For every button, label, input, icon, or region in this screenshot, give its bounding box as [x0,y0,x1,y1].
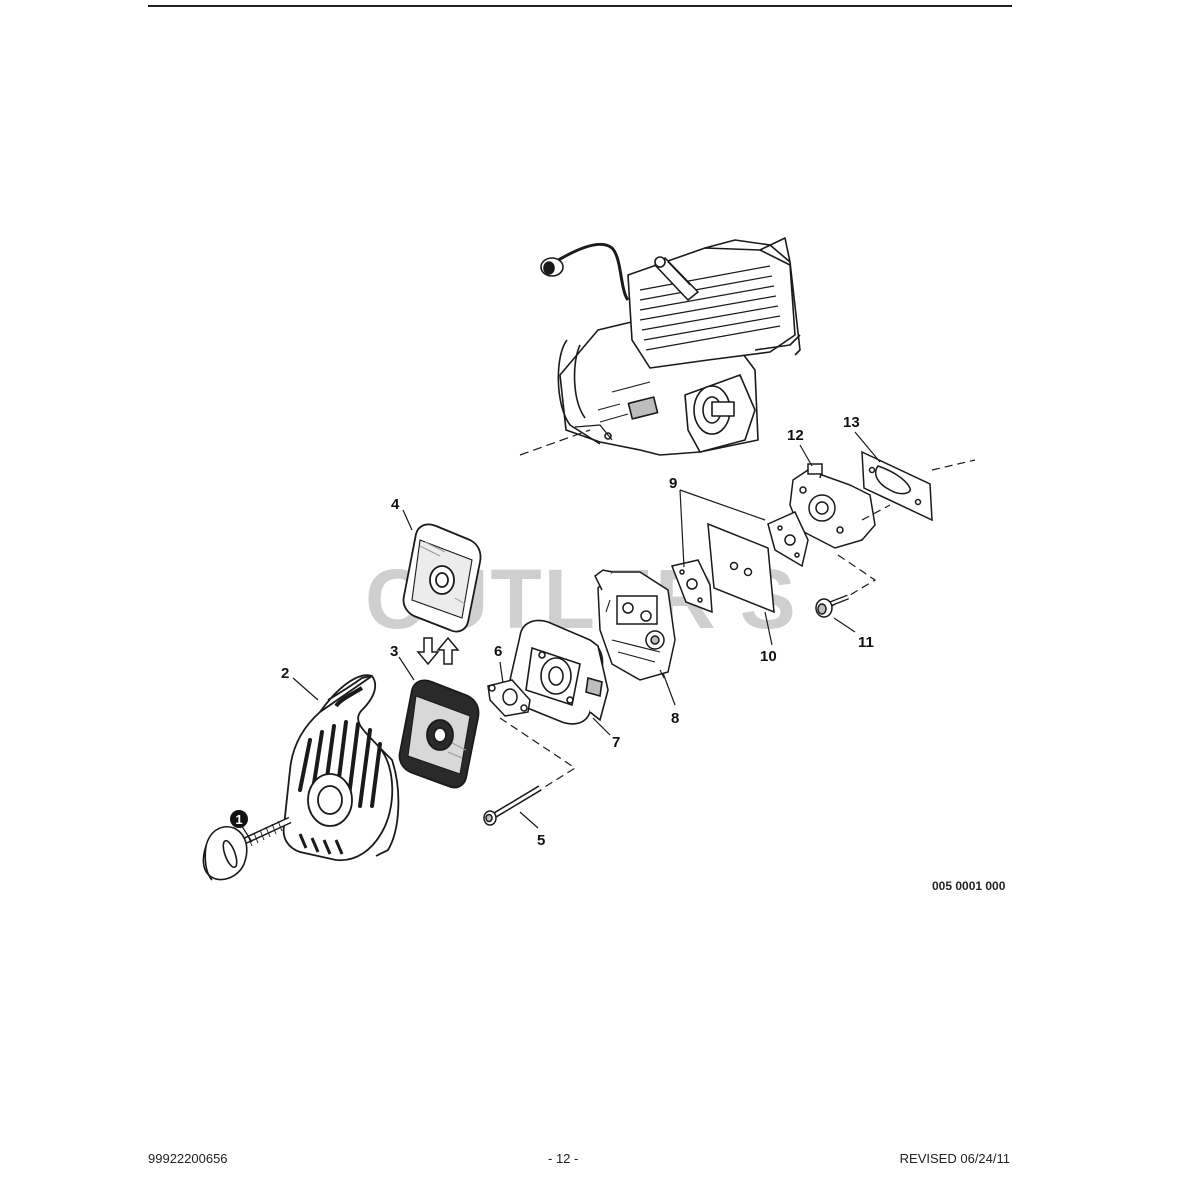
leader-3 [398,656,415,681]
callout-11: 11 [858,634,874,651]
callout-6: 6 [494,643,502,660]
leader-9 [679,489,766,568]
leader-5 [519,811,539,829]
part-13-gasket [861,450,933,522]
footer-revised-date: REVISED 06/24/11 [899,1151,1010,1166]
callout-13: 13 [843,414,860,431]
leader-13 [854,431,881,463]
callout-8: 8 [671,710,679,727]
part-5-bolt [483,785,542,826]
leader-6 [499,661,504,684]
callout-12: 12 [787,427,804,444]
callout-3: 3 [390,643,398,660]
leader-8 [662,672,676,706]
part-12-insulator [789,463,876,549]
part-3-air-filter [398,679,480,789]
callout-10: 10 [760,648,777,665]
part-11-screw [815,594,849,618]
leader-4 [402,509,413,531]
part-10-plate [707,522,775,614]
callout-1-badge: 1 [230,810,248,828]
part-1-knob [202,816,292,881]
part-4-air-filter [402,523,482,633]
engine-assembly [540,237,801,456]
part-8-carburetor [594,569,676,681]
leader-11 [833,617,856,633]
leader-12 [799,444,813,467]
leader-10 [764,611,773,646]
leader-7 [592,717,611,736]
callout-4: 4 [391,496,400,513]
callout-7: 7 [612,734,620,751]
part-2-filter-cover [282,674,400,862]
callout-9: 9 [669,475,677,492]
callout-5: 5 [537,832,545,849]
part-9-gasket-left [670,559,713,614]
engine-centerline [519,429,591,456]
swap-arrows-icon [416,636,460,666]
drawing-number: 005 0001 000 [932,879,1006,893]
part-6-plate [487,679,531,717]
callout-1: 1 [235,812,242,827]
callout-2: 2 [281,665,289,682]
top-rule [148,5,1012,7]
part-13-centerline [931,459,976,471]
footer-part-number: 99922200656 [148,1151,228,1166]
part-9-gasket-right [767,511,809,568]
footer-page-number: - 12 - [548,1151,579,1166]
leader-2 [292,677,319,701]
